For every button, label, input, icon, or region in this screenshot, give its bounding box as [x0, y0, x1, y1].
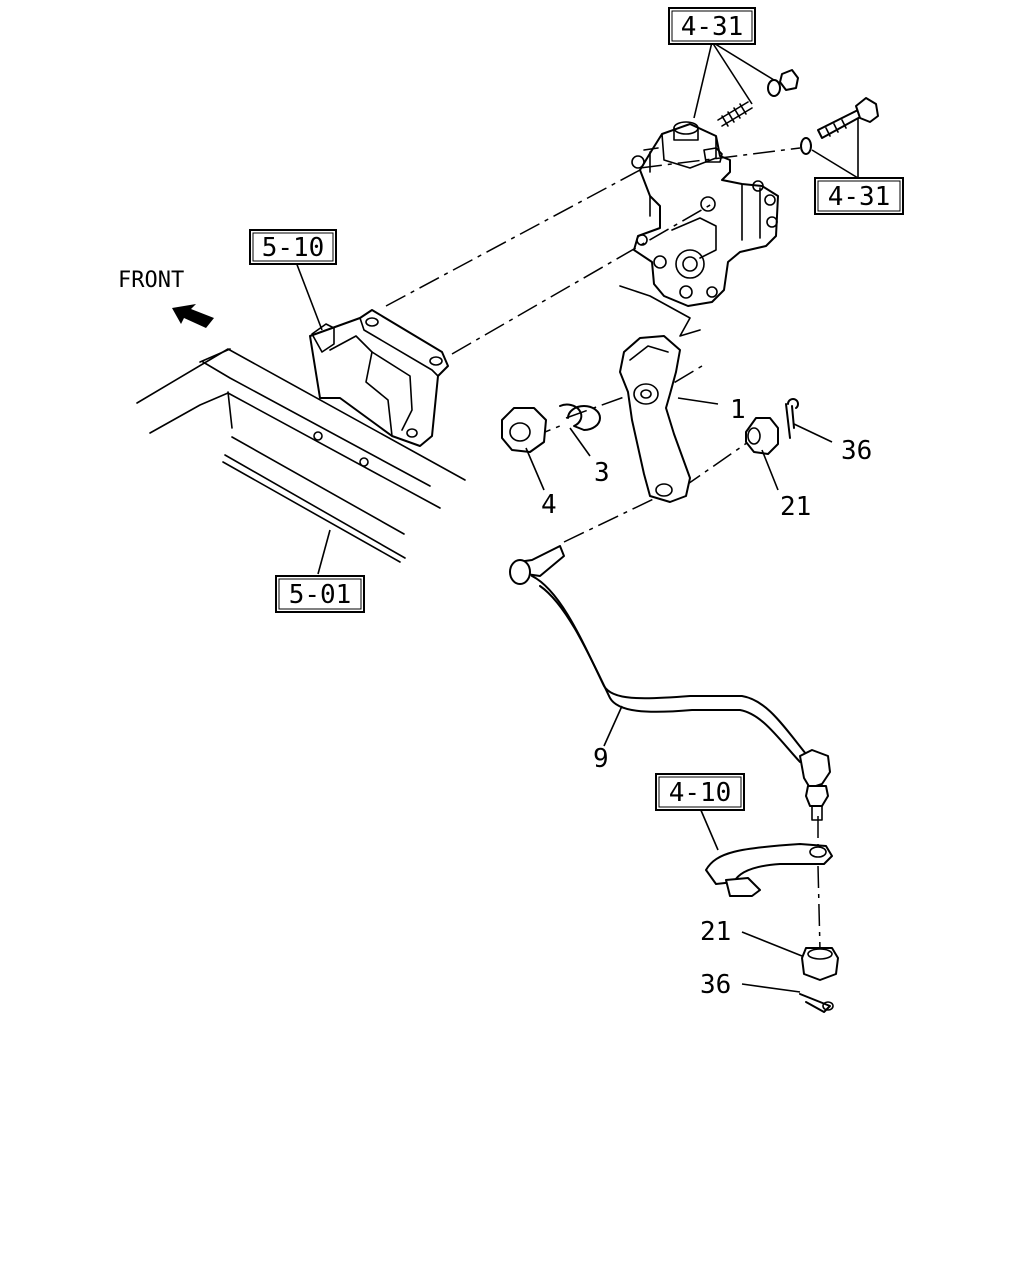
ref-4-10-label: 4-10: [669, 778, 732, 808]
front-indicator: FRONT: [118, 268, 214, 328]
ref-5-01[interactable]: 5-01: [275, 575, 365, 613]
steering-gear-box: [619, 121, 779, 337]
drag-link: [509, 545, 831, 821]
callout-3: 3: [594, 458, 610, 488]
lock-washer: [559, 403, 601, 431]
callout-9: 9: [593, 744, 609, 774]
arrow-upleft-icon: [172, 304, 214, 328]
leader-lines: [295, 41, 859, 993]
pitman-nut: [501, 407, 547, 453]
ref-4-31-right[interactable]: 4-31: [814, 177, 904, 215]
callout-4: 4: [541, 490, 557, 520]
ref-4-31-top[interactable]: 4-31: [668, 7, 756, 45]
ref-4-10[interactable]: 4-10: [655, 773, 745, 811]
cotter-pin-upper: [785, 398, 799, 439]
castle-nut-upper: [745, 417, 779, 455]
ref-5-01-label: 5-01: [289, 580, 352, 610]
mounting-hardware: [717, 69, 879, 155]
castle-nut-lower: [801, 947, 839, 981]
ref-5-10-label: 5-10: [262, 233, 325, 263]
pitman-arm: [619, 335, 691, 503]
frame-rail: [136, 348, 466, 563]
callout-36-lower: 36: [700, 970, 731, 1000]
callout-36-upper: 36: [841, 436, 872, 466]
installation-lines: [385, 147, 821, 951]
knuckle-arm: [705, 843, 833, 897]
ref-4-31-right-label: 4-31: [828, 182, 891, 212]
callout-1: 1: [730, 395, 746, 425]
cotter-pin-lower: [799, 993, 834, 1013]
callout-labels: 1 3 4 21 36 9 21 36: [541, 395, 872, 1000]
callout-21-upper: 21: [780, 492, 811, 522]
front-label: FRONT: [118, 268, 184, 293]
callout-21-lower: 21: [700, 917, 731, 947]
ref-4-31-top-label: 4-31: [681, 12, 744, 42]
ref-5-10[interactable]: 5-10: [249, 229, 337, 265]
steering-gear-bracket: [309, 309, 449, 447]
